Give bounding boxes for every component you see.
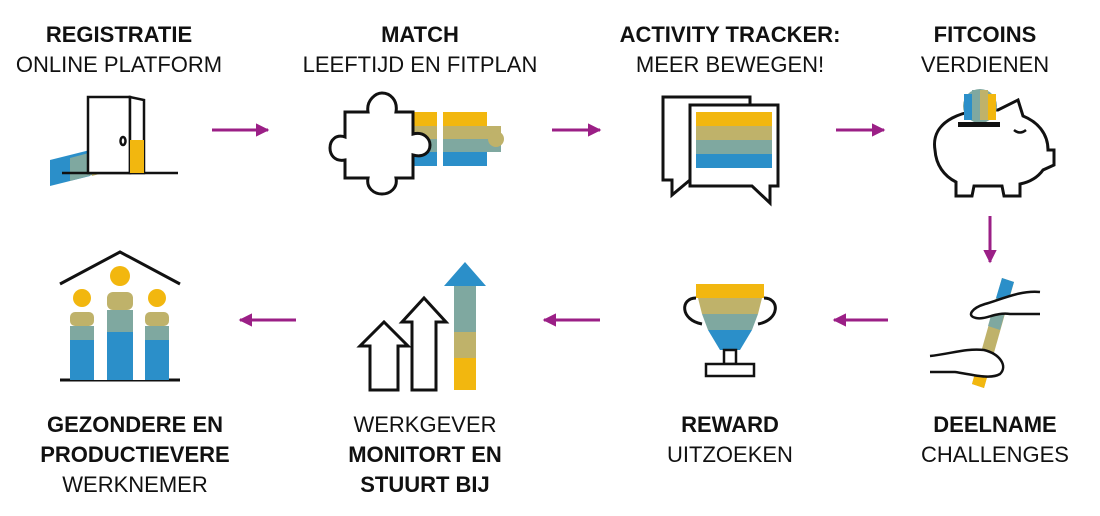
step-subtitle: ONLINE PLATFORM <box>15 52 223 77</box>
chat-icon <box>661 95 780 207</box>
step-title: MATCH <box>381 22 459 47</box>
trophy-icon <box>683 284 777 378</box>
step-subtitle: VERDIENEN <box>920 52 1050 77</box>
step-subtitle: WERKGEVER <box>353 412 497 437</box>
step-subtitle: WERKNEMER <box>62 472 208 497</box>
step-subtitle: MEER BEWEGEN! <box>635 52 825 77</box>
door-icon <box>50 95 178 186</box>
step-registratie-caption: REGISTRATIE ONLINE PLATFORM <box>14 20 224 80</box>
people-house-icon <box>59 250 181 382</box>
step-fitcoins-caption: FITCOINS VERDIENEN <box>885 20 1085 80</box>
growth-main-arrow <box>444 262 486 390</box>
step-reward-caption: REWARD UITZOEKEN <box>660 410 800 470</box>
step-match-caption: MATCH LEEFTIJD EN FITPLAN <box>300 20 540 80</box>
step-subtitle: CHALLENGES <box>921 442 1069 467</box>
puzzle-icon <box>328 91 504 196</box>
step-subtitle: UITZOEKEN <box>667 442 793 467</box>
step-title-line1: GEZONDERE EN <box>46 412 224 437</box>
step-title: DEELNAME <box>933 412 1057 437</box>
growth-arrows-icon <box>356 295 450 392</box>
step-title: REGISTRATIE <box>45 22 193 47</box>
piggy-bank-icon <box>933 89 1056 198</box>
step-title: FITCOINS <box>933 22 1037 47</box>
step-title-line2: PRODUCTIEVERE <box>40 442 230 467</box>
step-title: ACTIVITY TRACKER: <box>619 22 841 47</box>
step-werknemer-caption: GEZONDERE EN PRODUCTIEVERE WERKNEMER <box>20 410 250 500</box>
step-activity-tracker-caption: ACTIVITY TRACKER: MEER BEWEGEN! <box>610 20 850 80</box>
step-werkgever-caption: WERKGEVER MONITORT EN STUURT BIJ <box>335 410 515 500</box>
step-title-line1: MONITORT EN <box>348 442 502 467</box>
step-subtitle: LEEFTIJD EN FITPLAN <box>302 52 538 77</box>
step-title: REWARD <box>681 412 779 437</box>
step-title-line2: STUURT BIJ <box>360 472 490 497</box>
step-deelname-caption: DEELNAME CHALLENGES <box>905 410 1085 470</box>
handshake-stick-icon <box>929 278 1041 388</box>
